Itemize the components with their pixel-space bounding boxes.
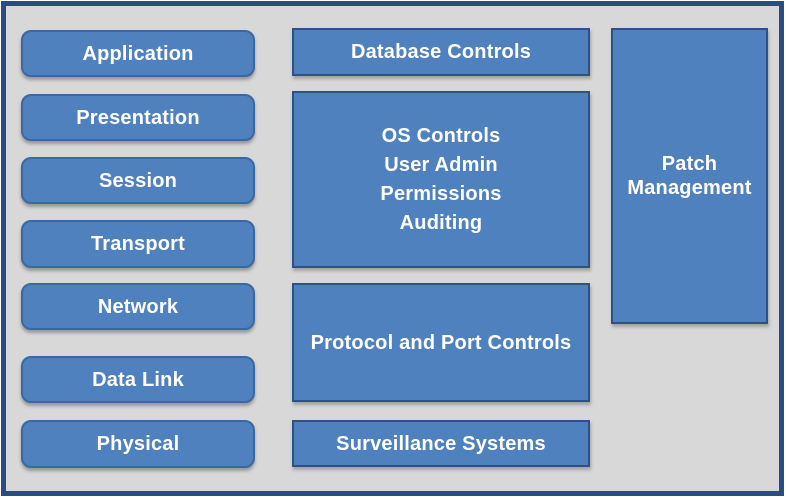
os-controls-line: OS Controls: [381, 124, 501, 147]
osi-layer-session: Session: [21, 157, 255, 204]
surveillance-systems-label: Surveillance Systems: [336, 432, 546, 455]
database-controls-label: Database Controls: [350, 41, 532, 63]
os-controls-line: User Admin: [384, 153, 498, 176]
osi-layer-network: Network: [21, 283, 255, 330]
os-controls-box: OS Controls User Admin Permissions Audit…: [292, 91, 590, 268]
surveillance-systems-box: Surveillance Systems: [292, 420, 590, 467]
osi-layer-physical: Physical: [21, 420, 255, 468]
osi-layer-label: Application: [82, 42, 194, 65]
patch-management-label: Patch Management: [627, 153, 752, 199]
protocol-port-controls-box: Protocol and Port Controls: [292, 283, 590, 402]
osi-layer-data-link: Data Link: [21, 356, 255, 403]
os-controls-lines: OS Controls User Admin Permissions Audit…: [380, 122, 501, 238]
osi-layer-presentation: Presentation: [21, 94, 255, 141]
osi-layer-label: Network: [97, 295, 179, 318]
osi-layer-label: Physical: [96, 433, 180, 455]
osi-layer-transport: Transport: [21, 220, 255, 268]
osi-layer-label: Data Link: [92, 368, 184, 391]
os-controls-line: Permissions: [380, 182, 502, 205]
protocol-port-controls-label: Protocol and Port Controls: [310, 331, 572, 354]
osi-layer-label: Session: [98, 169, 178, 192]
database-controls-box: Database Controls: [292, 28, 590, 76]
osi-layer-label: Transport: [90, 233, 186, 255]
osi-layer-application: Application: [21, 30, 255, 77]
os-controls-line: Auditing: [399, 211, 483, 234]
osi-layer-label: Presentation: [76, 106, 200, 129]
patch-management-box: Patch Management: [611, 28, 768, 324]
